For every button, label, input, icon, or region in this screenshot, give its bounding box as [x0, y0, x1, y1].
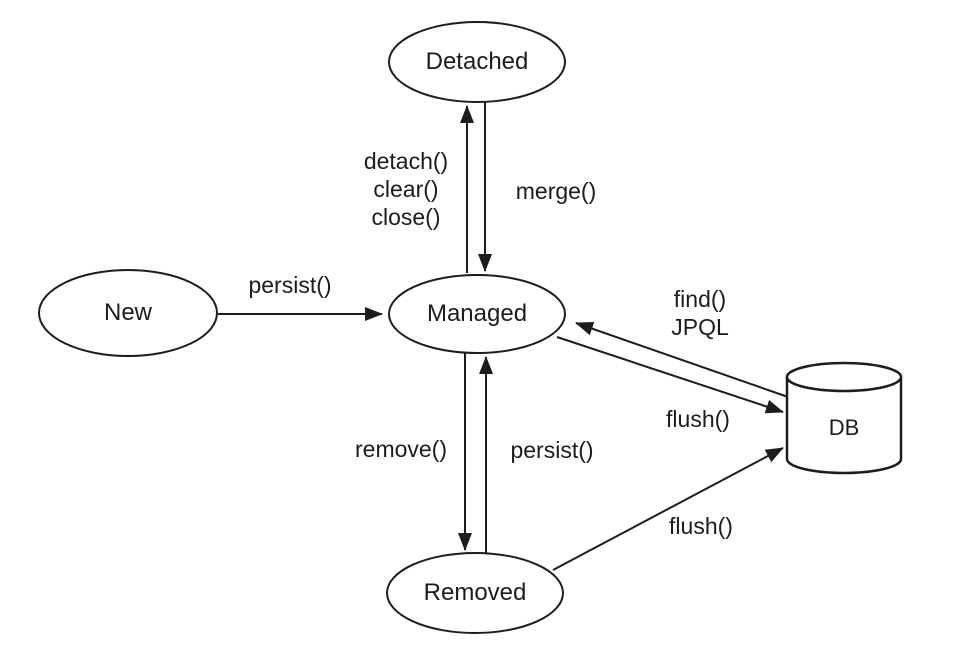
- edge-managed-to-db: [556, 336, 784, 414]
- edge-label-merge: merge(): [515, 178, 597, 204]
- node-removed-shape: [386, 552, 564, 634]
- node-new-label: New: [103, 299, 153, 326]
- node-new-shape: [38, 269, 218, 357]
- edge-label-detach-clear-close: detach() clear() close(): [363, 148, 449, 230]
- edge-label-persist-removed: persist(): [510, 437, 594, 463]
- db-cylinder-body: [785, 377, 903, 475]
- edge-removed-to-db: [552, 447, 784, 571]
- node-detached-label: Detached: [425, 48, 529, 75]
- edge-label-flush-managed: flush(): [666, 406, 730, 432]
- node-managed-shape: [388, 274, 566, 354]
- db-cylinder-top: [785, 361, 903, 393]
- node-removed-label: Removed: [423, 579, 527, 606]
- db-cylinder-icon: [785, 361, 903, 475]
- node-db-label: DB: [828, 415, 860, 440]
- edge-label-remove: remove(): [354, 436, 448, 462]
- edge-label-persist-new: persist(): [248, 272, 332, 298]
- edge-label-flush-removed: flush(): [669, 513, 733, 539]
- edge-label-find-jpql: find() JPQL: [671, 286, 729, 340]
- edge-db-to-managed: [575, 321, 792, 399]
- node-detached-shape: [388, 21, 566, 103]
- node-managed-label: Managed: [426, 300, 528, 327]
